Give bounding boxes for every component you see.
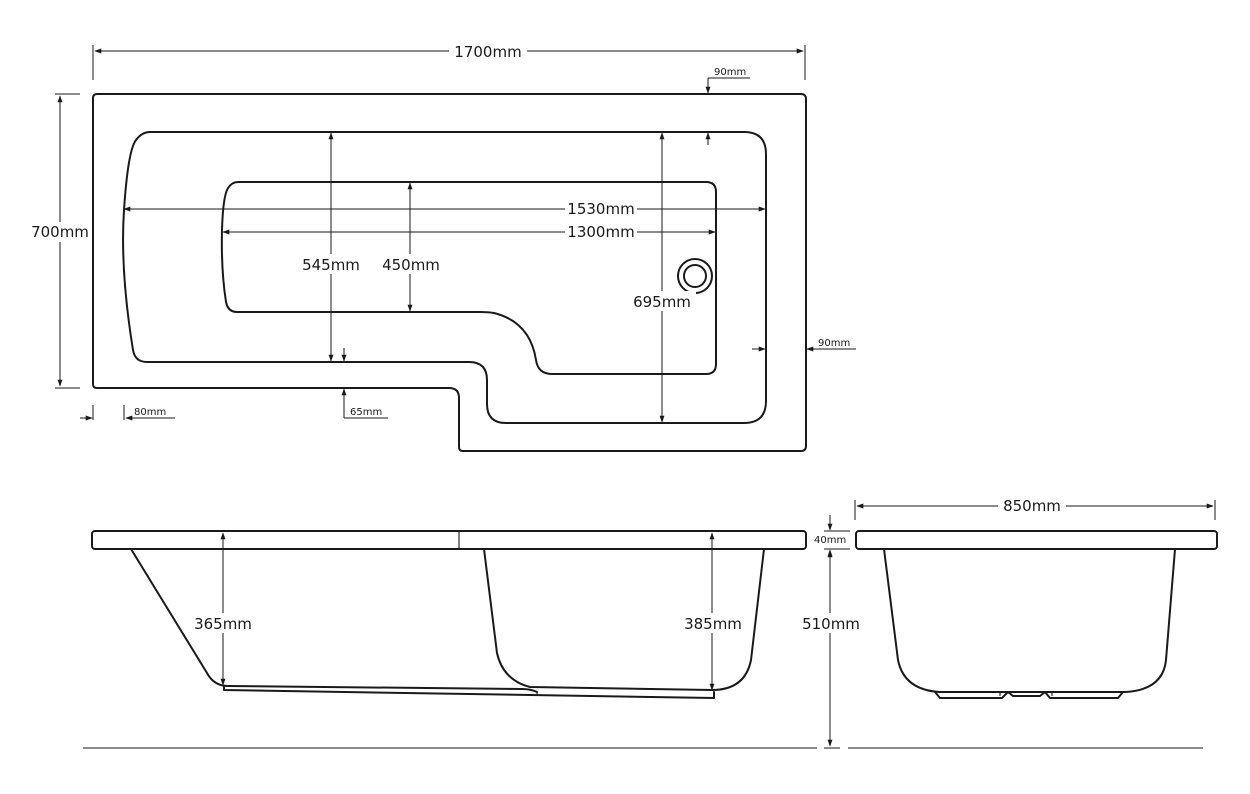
side-right-basin	[483, 548, 765, 691]
left-rim-label: 80mm	[134, 407, 166, 418]
inner-length-label: 1530mm	[567, 200, 634, 218]
side-floor	[223, 685, 715, 699]
overall-width-label: 700mm	[31, 223, 89, 241]
plan-view: 1700mm 700mm 90mm 90mm	[28, 41, 856, 452]
end-floor-feet	[934, 691, 1124, 699]
depth-right-label: 385mm	[684, 615, 742, 633]
bottom-rim-label: 65mm	[350, 407, 382, 418]
plan-outer-outline	[92, 93, 807, 452]
rim-thickness-label: 40mm	[814, 535, 846, 546]
dim-total-height: 510mm	[798, 550, 864, 749]
end-basin	[883, 548, 1176, 693]
dim-rim-thickness: 40mm	[812, 515, 850, 562]
dim-inner-length: 1530mm	[123, 199, 766, 219]
overall-length-label: 1700mm	[454, 43, 521, 61]
dim-depth-right: 385mm	[680, 532, 746, 691]
dim-right-rim: 90mm	[752, 338, 856, 352]
dim-overall-length: 1700mm	[92, 41, 806, 80]
dim-overall-width: 700mm	[28, 93, 90, 389]
dim-inner-width-left: 545mm	[298, 132, 364, 362]
side-left-basin	[130, 548, 538, 693]
dim-left-rim: 80mm	[80, 405, 175, 421]
side-elevation: 365mm 385mm	[83, 530, 817, 749]
drain-outlet-icon	[677, 258, 713, 294]
plan-inner-basin	[122, 131, 767, 424]
dim-end-width: 850mm	[854, 496, 1216, 520]
end-width-label: 850mm	[1003, 497, 1061, 515]
floor-length-label: 1300mm	[567, 223, 634, 241]
inner-width-right-label: 695mm	[633, 293, 691, 311]
dim-depth-left: 365mm	[190, 532, 256, 686]
total-height-label: 510mm	[802, 615, 860, 633]
right-rim-label: 90mm	[818, 338, 850, 349]
dim-top-rim: 90mm	[705, 67, 750, 145]
floor-width-label: 450mm	[382, 256, 440, 274]
inner-width-left-label: 545mm	[302, 256, 360, 274]
dim-inner-width-right: 695mm	[630, 132, 696, 423]
side-rim	[91, 530, 807, 550]
top-rim-label: 90mm	[714, 67, 746, 78]
depth-left-label: 365mm	[194, 615, 252, 633]
dim-bottom-rim: 65mm	[341, 348, 388, 419]
end-elevation: 850mm 40mm 510mm	[798, 496, 1218, 749]
plan-floor	[220, 181, 717, 375]
dim-floor-length: 1300mm	[222, 222, 716, 242]
dim-floor-width: 450mm	[377, 182, 443, 312]
end-rim	[855, 530, 1218, 550]
